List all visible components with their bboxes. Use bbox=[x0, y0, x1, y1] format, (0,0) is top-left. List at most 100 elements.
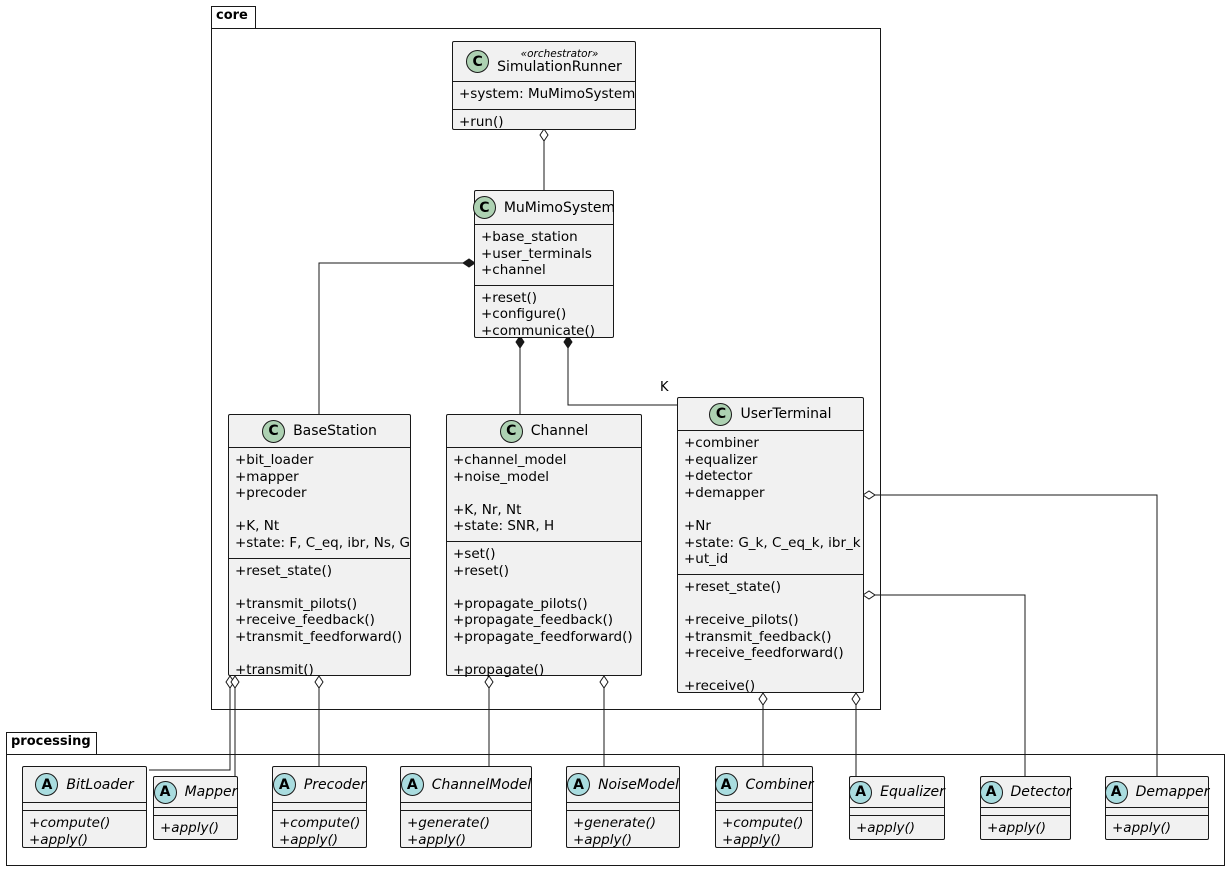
attribute: +channel_model bbox=[453, 452, 567, 468]
attribute: +K, Nr, Nt bbox=[453, 501, 522, 518]
class-header: A Demapper bbox=[1104, 777, 1209, 808]
methods-section: +set() +reset() +propagate_pilots() +pro… bbox=[447, 542, 641, 685]
method: +compute() bbox=[279, 815, 361, 831]
method-spacer bbox=[235, 579, 404, 596]
attribute: +channel bbox=[481, 262, 546, 279]
methods-section: +generate() +apply() bbox=[401, 811, 531, 854]
attribute: +noise_model bbox=[453, 468, 550, 485]
method: +generate() bbox=[573, 815, 657, 831]
method: +apply() bbox=[29, 831, 88, 848]
package-core-name: core bbox=[216, 8, 248, 23]
edge-ut-demapper bbox=[875, 494, 1158, 776]
composition-diamond bbox=[563, 335, 573, 349]
attributes-section bbox=[850, 808, 944, 816]
method-spacer bbox=[235, 646, 404, 663]
class-equalizer: A Equalizer +apply() bbox=[849, 776, 945, 840]
class-simulation-runner: C «orchestrator» SimulationRunner +syste… bbox=[452, 41, 636, 130]
composition-diamond bbox=[462, 258, 476, 268]
edge-system-userterminal bbox=[567, 348, 677, 406]
method: +transmit_pilots() bbox=[235, 595, 358, 612]
method: +apply() bbox=[573, 831, 632, 848]
class-name: MuMimoSystem bbox=[503, 199, 616, 216]
package-core bbox=[211, 28, 881, 710]
attribute: +demapper bbox=[684, 484, 765, 501]
class-header: C MuMimoSystem bbox=[472, 191, 616, 225]
attributes-section bbox=[981, 808, 1070, 816]
methods-section: +compute() +apply() bbox=[273, 811, 366, 854]
method-spacer bbox=[453, 579, 635, 596]
class-header: C «orchestrator» SimulationRunner bbox=[453, 42, 635, 82]
attribute: +equalizer bbox=[684, 451, 758, 468]
class-c-icon: C bbox=[466, 50, 490, 73]
class-header: A BitLoader bbox=[23, 767, 146, 803]
class-channel-model: A ChannelModel +generate() +apply() bbox=[400, 766, 532, 848]
attribute: +bit_loader bbox=[235, 452, 314, 468]
class-header: A Equalizer bbox=[849, 777, 945, 808]
class-name: ChannelModel bbox=[431, 776, 532, 793]
attributes-section: +combiner +equalizer +detector +demapper… bbox=[678, 431, 863, 575]
method: +generate() bbox=[407, 815, 491, 831]
method: +apply() bbox=[279, 831, 338, 848]
method: +propagate_feedback() bbox=[453, 612, 613, 629]
aggregation-diamond bbox=[862, 490, 876, 500]
method: +transmit() bbox=[235, 662, 314, 679]
class-name: Precoder bbox=[303, 776, 367, 793]
aggregation-diamond bbox=[484, 675, 494, 689]
class-name: SimulationRunner bbox=[497, 58, 622, 75]
method-spacer bbox=[453, 646, 635, 663]
attributes-section: +channel_model +noise_model +K, Nr, Nt +… bbox=[447, 448, 641, 542]
aggregation-diamond bbox=[314, 675, 324, 689]
class-header: A Mapper bbox=[153, 777, 238, 808]
class-header: C UserTerminal bbox=[678, 398, 863, 431]
attribute: +state: G_k, C_eq_k, ibr_k bbox=[684, 534, 861, 551]
methods-section: +compute() +apply() bbox=[23, 811, 146, 854]
class-name: BitLoader bbox=[66, 776, 134, 793]
class-bit-loader: A BitLoader +compute() +apply() bbox=[22, 766, 147, 848]
class-base-station: C BaseStation +bit_loader +mapper +preco… bbox=[228, 414, 411, 678]
class-header: C BaseStation bbox=[229, 415, 410, 448]
attribute: +system: MuMimoSystem bbox=[459, 86, 636, 102]
class-detector: A Detector +apply() bbox=[979, 776, 1072, 840]
aggregation-diamond bbox=[862, 590, 876, 600]
class-header: A Precoder bbox=[272, 767, 367, 803]
attribute: +mapper bbox=[235, 468, 299, 485]
attributes-section bbox=[23, 803, 146, 811]
method: +reset() bbox=[481, 289, 538, 306]
method: +apply() bbox=[987, 820, 1046, 836]
attribute: +detector bbox=[684, 468, 753, 485]
method: +receive_feedforward() bbox=[684, 645, 844, 662]
class-c-icon: C bbox=[709, 402, 733, 426]
attribute: +state: F, C_eq, ibr, Ns, G bbox=[235, 534, 410, 551]
method: +compute() bbox=[722, 815, 804, 831]
aggregation-diamond bbox=[230, 675, 240, 689]
methods-section: +compute() +apply() bbox=[716, 811, 812, 854]
method: +reset_state() bbox=[684, 578, 781, 595]
class-name: Mapper bbox=[184, 784, 238, 800]
class-mapper: A Mapper +apply() bbox=[153, 776, 238, 840]
attribute: +base_station bbox=[481, 229, 578, 245]
class-a-icon: A bbox=[714, 773, 738, 796]
attribute-spacer bbox=[235, 502, 404, 519]
aggregation-diamond bbox=[851, 692, 861, 706]
method: +communicate() bbox=[481, 322, 595, 339]
attributes-section: +base_station +user_terminals +channel bbox=[475, 225, 613, 286]
attributes-section bbox=[273, 803, 366, 811]
method: +apply() bbox=[722, 831, 781, 848]
stereotype-label: «orchestrator» bbox=[520, 47, 599, 60]
attributes-section bbox=[401, 803, 531, 811]
package-processing-tab: processing bbox=[6, 732, 97, 755]
method: +apply() bbox=[160, 820, 219, 836]
edge-ut-detector bbox=[875, 594, 1026, 776]
class-name: Combiner bbox=[745, 776, 814, 793]
class-header: A Combiner bbox=[714, 767, 814, 803]
aggregation-diamond bbox=[758, 692, 768, 706]
attribute: +user_terminals bbox=[481, 245, 592, 262]
class-precoder: A Precoder +compute() +apply() bbox=[272, 766, 367, 848]
class-c-icon: C bbox=[262, 419, 286, 443]
method: +transmit_feedback() bbox=[684, 628, 832, 645]
method: +apply() bbox=[407, 831, 466, 848]
class-noise-model: A NoiseModel +generate() +apply() bbox=[566, 766, 680, 848]
methods-section: +reset_state() +transmit_pilots() +recei… bbox=[229, 559, 410, 685]
class-a-icon: A bbox=[272, 773, 296, 796]
method: +reset() bbox=[453, 562, 510, 579]
